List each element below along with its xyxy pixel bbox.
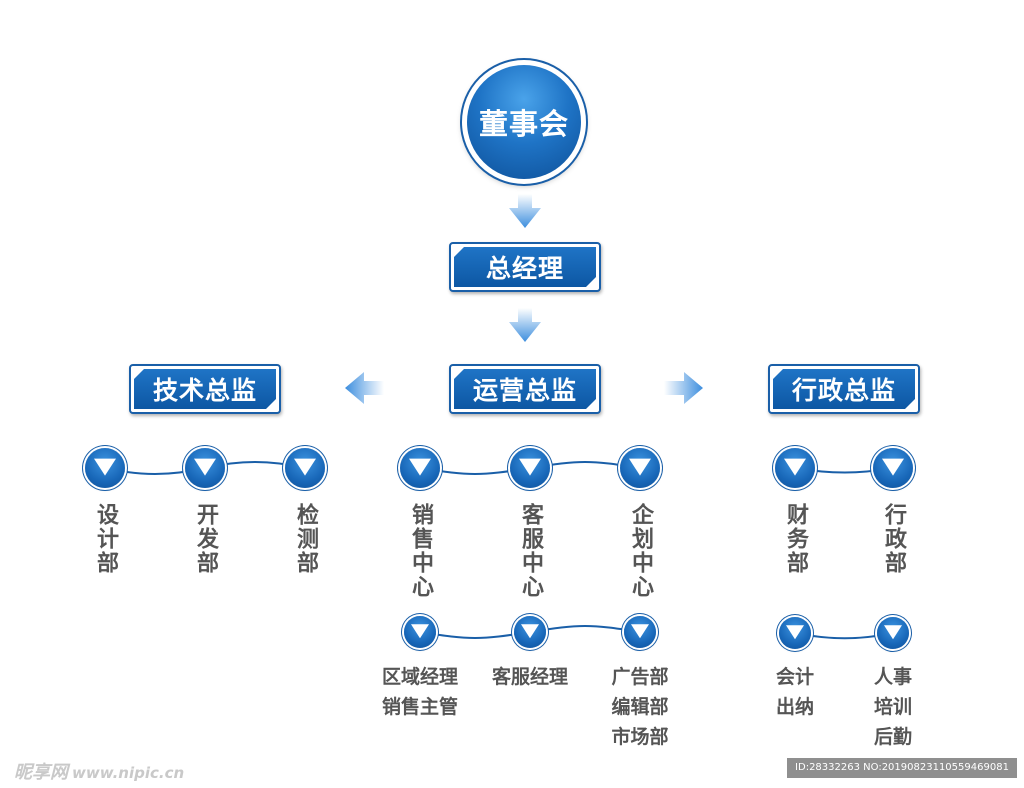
role-list: 区域经理 销售主管 <box>370 662 470 722</box>
role-label: 人事 <box>873 666 912 688</box>
role-label: 客服经理 <box>491 666 568 688</box>
director-box-admin: 行政总监 <box>768 364 920 414</box>
role-list: 客服经理 <box>480 662 580 692</box>
director-label: 运营总监 <box>472 376 577 405</box>
board-label: 董事会 <box>478 107 569 141</box>
dept-label: 行政部 <box>881 503 906 575</box>
dept-label: 设计部 <box>93 503 118 575</box>
arrow-left-icon <box>345 372 384 404</box>
role-label: 区域经理 <box>381 666 458 688</box>
dept-label: 销售中心 <box>408 503 433 599</box>
role-list: 会计 出纳 <box>765 662 825 722</box>
watermark-text: 昵享网 <box>14 762 68 783</box>
role-label: 会计 <box>775 666 814 688</box>
board-node: 董事会 <box>462 60 586 184</box>
role-label: 销售主管 <box>381 696 458 718</box>
role-list: 广告部 编辑部 市场部 <box>600 662 680 752</box>
role-label: 市场部 <box>611 726 669 748</box>
role-node-icon <box>779 617 811 649</box>
dept-node-icon <box>510 448 550 488</box>
role-label: 编辑部 <box>611 696 669 718</box>
role-label: 出纳 <box>775 696 814 718</box>
director-label: 技术总监 <box>152 376 257 405</box>
dept-label: 财务部 <box>783 503 808 575</box>
dept-node-icon <box>285 448 325 488</box>
gm-label: 总经理 <box>485 254 564 283</box>
role-node-icon <box>877 617 909 649</box>
arrow-right-icon <box>664 372 703 404</box>
dept-label: 检测部 <box>293 503 318 575</box>
arrow-down-icon <box>509 308 541 342</box>
arrow-down-icon <box>509 194 541 228</box>
image-id-bar: ID:28332263 NO:20190823110559469081 <box>787 758 1017 778</box>
director-box-ops: 运营总监 <box>449 364 601 414</box>
dept-node-icon <box>775 448 815 488</box>
dept-label: 客服中心 <box>518 503 543 599</box>
director-label: 行政总监 <box>791 376 896 405</box>
role-label: 广告部 <box>611 666 669 688</box>
dept-node-icon <box>873 448 913 488</box>
role-list: 人事 培训 后勤 <box>863 662 923 752</box>
role-label: 后勤 <box>873 726 912 748</box>
role-node-icon <box>514 616 546 648</box>
gm-box: 总经理 <box>449 242 601 292</box>
dept-node-icon <box>85 448 125 488</box>
role-node-icon <box>624 616 656 648</box>
dept-node-icon <box>185 448 225 488</box>
dept-label: 企划中心 <box>628 503 653 599</box>
director-box-tech: 技术总监 <box>129 364 281 414</box>
dept-node-icon <box>400 448 440 488</box>
dept-node-icon <box>620 448 660 488</box>
role-node-icon <box>404 616 436 648</box>
role-label: 培训 <box>873 696 912 718</box>
dept-label: 开发部 <box>193 503 218 575</box>
watermark-url: www.nipic.cn <box>72 764 185 782</box>
